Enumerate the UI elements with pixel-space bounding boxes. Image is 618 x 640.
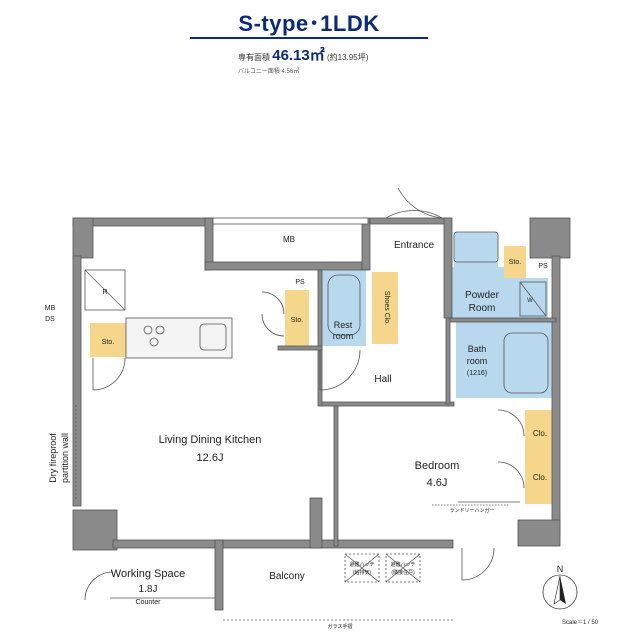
area-line: 専有面積 46.13㎡ (約13.95坪)	[238, 44, 368, 65]
north-label: N	[557, 564, 564, 574]
sto-top-right-fill	[504, 246, 526, 278]
powder-room-label-2: Room	[469, 303, 496, 314]
ldk-size-label: 12.6J	[197, 452, 224, 464]
working-size-label: 1.8J	[139, 584, 158, 595]
bedroom-size-label: 4.6J	[427, 477, 448, 489]
ps-mid-label: PS	[295, 279, 305, 286]
balcony-label: Balcony	[269, 571, 305, 582]
rest-room-label-1: Rest	[334, 320, 353, 330]
hatch-2b-label: (隣接住戸)	[391, 569, 415, 576]
shoes-clo-label: Shoes Clo.	[383, 291, 390, 325]
washer-label: W	[527, 298, 533, 304]
north-arrow: N	[542, 564, 578, 610]
sto-mid-fill	[285, 290, 309, 346]
interior-lines	[75, 231, 549, 621]
sto-mid-label: Sto.	[291, 317, 304, 324]
sto-top-right-label: Sto.	[509, 259, 522, 266]
ldk-name-label: Living Dining Kitchen	[159, 434, 262, 446]
north-needle	[560, 576, 566, 604]
fills	[90, 232, 555, 504]
plan-title: S-type･1LDK	[238, 11, 380, 36]
counter-label: Counter	[136, 599, 162, 606]
walls	[72, 217, 571, 611]
plan-header: S-type･1LDK 専有面積 46.13㎡ (約13.95坪) バルコニー面…	[0, 0, 618, 90]
partition-label-1: Dry fireproof	[48, 433, 58, 483]
area-prefix: 専有面積	[238, 53, 270, 62]
area-value: 46.13㎡	[272, 47, 325, 64]
bedroom-name-label: Bedroom	[415, 460, 460, 472]
hatch-1b-label: (給排気)	[353, 569, 372, 576]
closet-fill	[525, 410, 555, 504]
bath-size-label: (1216)	[467, 370, 487, 377]
partition-label-2: partition wall	[60, 433, 70, 483]
mb-top-label: MB	[283, 235, 295, 244]
mb-left-label: MB	[45, 305, 56, 312]
washer-fill	[518, 278, 548, 318]
entrance-label: Entrance	[394, 240, 434, 251]
closet-label-1: Clo.	[533, 429, 547, 438]
hatch-1a-label: 避難ハッチ	[349, 561, 374, 568]
bath-label-1: Bath	[468, 344, 487, 354]
hall-label: Hall	[374, 374, 391, 385]
powder-room-label-1: Powder	[465, 290, 500, 301]
refrigerator-label: R	[102, 289, 107, 296]
glass-rail-label: ガラス手摺	[328, 623, 353, 630]
powder-basin-fill	[454, 232, 498, 267]
closet-label-2: Clo.	[533, 473, 547, 482]
bath-label-2: room	[467, 356, 488, 366]
rest-room-label-2: room	[333, 331, 354, 341]
ps-top-right-label: PS	[538, 263, 548, 270]
sto-kitchen-label: Sto.	[102, 339, 115, 346]
ds-left-label: DS	[45, 316, 55, 323]
door-swings	[84, 187, 525, 601]
balcony-area: バルコニー面積 4.56㎡	[238, 69, 300, 75]
title-rule	[190, 37, 428, 39]
north-needle-outline	[553, 575, 561, 605]
hatch-2a-label: 避難ハッチ	[390, 561, 415, 568]
working-space-label: Working Space	[111, 568, 185, 580]
laundry-hanger-label: ランドリーハンガー	[450, 507, 495, 514]
shoes-clo-fill	[372, 272, 398, 344]
scale-label: Scale＝1 / 50	[562, 620, 599, 626]
north-circle	[542, 574, 578, 610]
area-tsubo: (約13.95坪)	[327, 53, 369, 62]
room-labels: MB MB DS Entrance Sto. PS Powder Room W …	[45, 235, 548, 630]
sto-kitchen-fill	[90, 323, 126, 357]
bathroom-fill	[456, 322, 554, 398]
